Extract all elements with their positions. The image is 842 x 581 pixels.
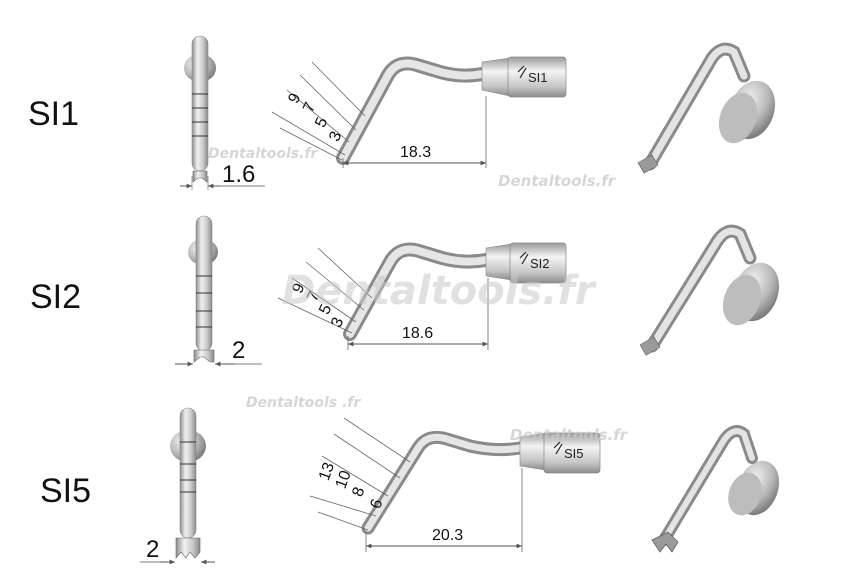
depth-si5-2: 8 [349,485,368,499]
shank-mark-si5: SI5 [564,446,584,461]
side-view-si1: SI1 9 7 5 3 18.3 [271,56,567,168]
length-si1: 18.3 [400,144,431,161]
length-si2: 18.6 [402,325,433,342]
row-label-si1: SI1 [28,95,80,133]
tip-width-si1: 1.6 [222,161,255,188]
watermark-2: Dentaltools.fr [498,172,616,190]
depth-si5-0: 13 [316,460,338,483]
depth-si5-1: 10 [333,468,355,491]
row-label-si2: SI2 [30,278,82,316]
tip-width-si2: 2 [232,337,245,364]
depth-si1-1: 7 [300,100,319,115]
row-label-si5: SI5 [40,472,92,510]
shank-mark-si2: SI2 [530,256,550,271]
side-view-si5: SI5 13 10 8 6 20.3 [309,417,601,552]
row-si5: 2 SI5 13 10 8 6 20.3 [140,407,780,565]
length-si5: 20.3 [432,527,463,544]
depth-si1-2: 5 [312,115,331,130]
front-view-si1: 1.6 [180,35,265,190]
row-si1: 1.6 SI1 9 7 5 [180,35,776,190]
shank-mark-si1: SI1 [528,70,548,85]
perspective-view-si2 [639,224,780,356]
perspective-view-si1 [637,42,776,174]
watermark-4: Dentaltools .fr [246,395,361,411]
perspective-view-si5 [651,425,780,553]
watermark-5: Dentaltools.fr [510,426,628,444]
watermark-3: Dentaltools.fr [282,268,595,314]
watermark-1: Dentaltools.fr [208,146,318,162]
tip-width-si5: 2 [146,536,159,563]
front-view-si2: 2 [175,215,262,367]
depth-si2-3: 3 [328,315,347,330]
front-view-si5: 2 [140,407,215,565]
